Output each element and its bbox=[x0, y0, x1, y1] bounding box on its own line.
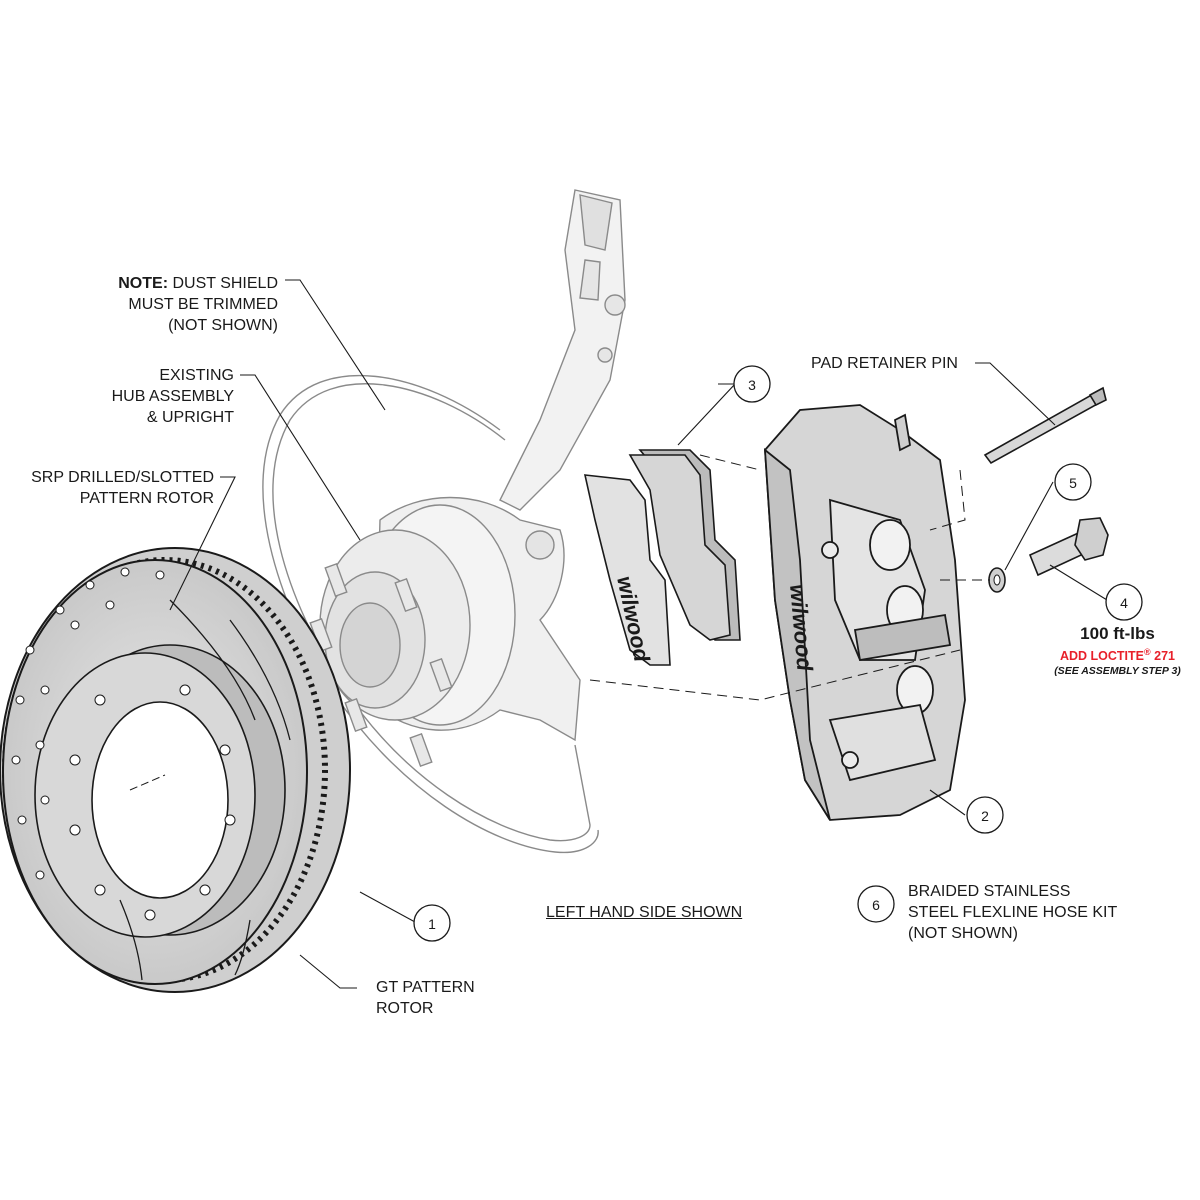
hub-line2: HUB ASSEMBLY bbox=[111, 388, 234, 405]
upright-arm bbox=[499, 189, 626, 511]
left-hand-side-label: LEFT HAND SIDE SHOWN bbox=[546, 904, 743, 921]
assembly-step-note: (SEE ASSEMBLY STEP 3) bbox=[1054, 665, 1181, 678]
gt-rotor-label: GT PATTERN ROTOR bbox=[376, 977, 475, 1019]
callout-number-4: 4 bbox=[1120, 595, 1128, 611]
callout-number-5: 5 bbox=[1069, 475, 1077, 491]
loctite-suffix: 271 bbox=[1150, 649, 1175, 664]
torque-spec: 100 ft-lbs ADD LOCTITE® 271 (SEE ASSEMBL… bbox=[1040, 624, 1195, 678]
callout-circle-3 bbox=[733, 365, 771, 403]
callout-circle-1 bbox=[413, 904, 451, 942]
hub-line1: EXISTING bbox=[159, 367, 234, 384]
hose-kit-line3: (NOT SHOWN) bbox=[908, 925, 1018, 942]
srp-rotor-line2: PATTERN ROTOR bbox=[79, 490, 214, 507]
note-prefix: NOTE: bbox=[118, 275, 169, 292]
hub-label: EXISTING HUB ASSEMBLY & UPRIGHT bbox=[60, 365, 234, 428]
gt-rotor-line1: GT PATTERN bbox=[376, 979, 475, 996]
pad-retainer-pin bbox=[983, 386, 1107, 465]
rotor-drill-holes bbox=[11, 567, 165, 880]
srp-rotor-line1: SRP DRILLED/SLOTTED bbox=[31, 469, 214, 486]
callout-number-2: 2 bbox=[981, 808, 989, 824]
loctite-reg: ® bbox=[1144, 647, 1151, 657]
mounting-bolt bbox=[1028, 517, 1109, 577]
brake-pads: wilwood bbox=[583, 449, 741, 666]
dust-shield-line3: (NOT SHOWN) bbox=[168, 317, 278, 334]
loctite-prefix: ADD LOCTITE bbox=[1059, 649, 1145, 664]
callout-circles bbox=[413, 365, 1143, 942]
callout-circle-2 bbox=[966, 796, 1004, 834]
callout-number-6: 6 bbox=[872, 897, 880, 913]
loctite-note: ADD LOCTITE® 271 bbox=[1040, 644, 1195, 664]
dust-shield-line1: DUST SHIELD bbox=[172, 275, 278, 292]
callout-number-1: 1 bbox=[428, 916, 436, 932]
assembly-lines bbox=[589, 454, 990, 701]
rotor bbox=[0, 547, 351, 993]
washer bbox=[988, 567, 1006, 593]
torque-value: 100 ft-lbs bbox=[1080, 624, 1155, 643]
dust-shield-line2: MUST BE TRIMMED bbox=[128, 296, 278, 313]
hose-kit-line2: STEEL FLEXLINE HOSE KIT bbox=[908, 904, 1118, 921]
caliper: wilwood bbox=[763, 404, 966, 821]
hose-kit-label: BRAIDED STAINLESS STEEL FLEXLINE HOSE KI… bbox=[908, 881, 1117, 944]
gt-rotor-line2: ROTOR bbox=[376, 1000, 434, 1017]
srp-rotor-label: SRP DRILLED/SLOTTED PATTERN ROTOR bbox=[0, 467, 214, 509]
callout-circle-5 bbox=[1054, 463, 1092, 501]
callout-circle-6 bbox=[857, 885, 895, 923]
callout-circle-4 bbox=[1105, 583, 1143, 621]
dust-shield-note: NOTE: DUST SHIELD MUST BE TRIMMED (NOT S… bbox=[60, 273, 278, 336]
leader-lines bbox=[169, 279, 1108, 989]
hub-assembly bbox=[309, 496, 581, 768]
pad-retainer-pin-label: PAD RETAINER PIN bbox=[811, 355, 958, 372]
hose-kit-line1: BRAIDED STAINLESS bbox=[908, 883, 1071, 900]
hub-line3: & UPRIGHT bbox=[146, 409, 234, 426]
callout-number-3: 3 bbox=[748, 377, 756, 393]
